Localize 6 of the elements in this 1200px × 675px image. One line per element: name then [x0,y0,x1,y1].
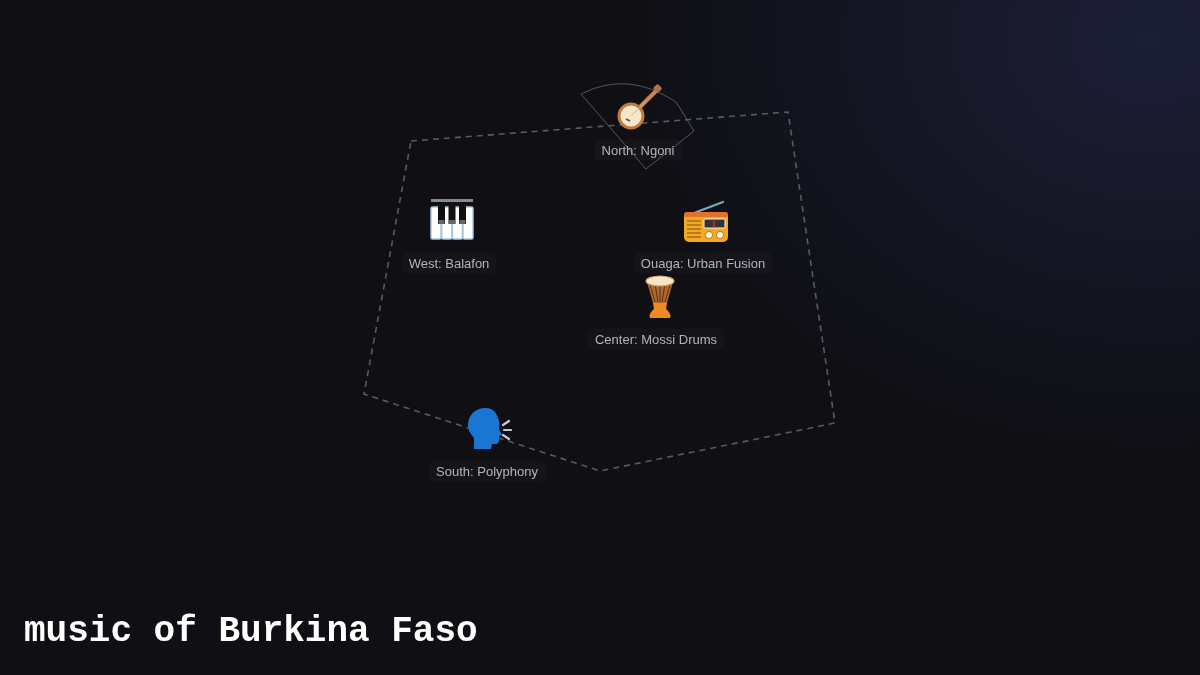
place-label: Ouaga: Urban Fusion [633,252,773,274]
place-label: North: Ngoni [594,139,682,161]
title: music of Burkina Faso [24,610,478,654]
place-label: Center: Mossi Drums [587,328,725,350]
place-label: West: Balafon [401,252,497,274]
place-label: South: Polyphony [429,460,545,482]
